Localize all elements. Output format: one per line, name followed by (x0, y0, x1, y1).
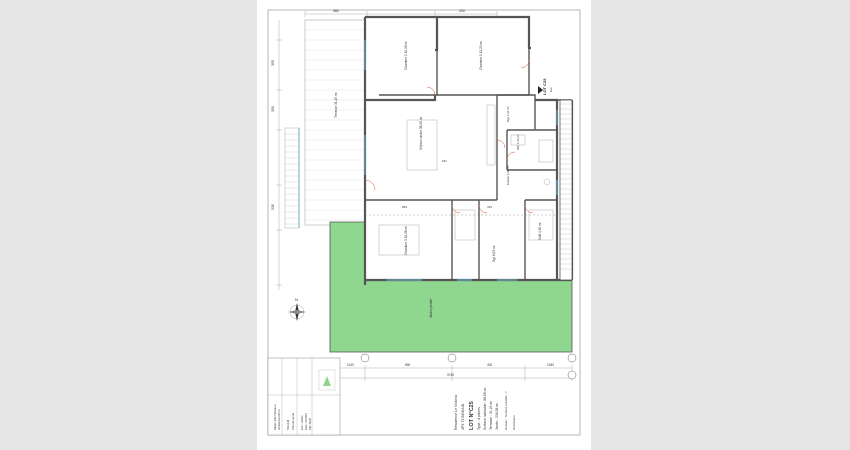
door-swings (364, 59, 534, 214)
dim-interior-1: 611 (442, 159, 447, 163)
garden-label: Jardin privatif (429, 299, 433, 318)
dim-top-1: 580 (333, 9, 339, 13)
dim-bottom-5: 3740 (447, 373, 454, 377)
lot-entry-sub: Ent (549, 87, 553, 92)
lot-info-block: LOT N°C25 Résidence Le Victoria 4P3 T2 B… (454, 387, 516, 430)
entry-arrow-icon (538, 86, 543, 94)
grid-axis-markers (360, 353, 577, 380)
north-arrow-icon: N (288, 297, 306, 321)
room-label-chambre3: Chambre 3 10,56 m² (404, 226, 408, 255)
firm-logo (318, 369, 336, 391)
left-dimension-line (276, 20, 282, 290)
dim-bottom-1: 1140 (347, 363, 354, 367)
furniture (378, 104, 554, 256)
stair-block (559, 99, 573, 281)
lot-surface-jardin: Jardin : 236,58 m² (495, 402, 499, 430)
lot-notes: Dossier : Terrains privatifs : 7 (504, 391, 508, 430)
floor-plan: 580 400 395 300 230 Terrasse 31,15 m² (267, 9, 581, 436)
lot-orientation: Orientation (512, 415, 516, 430)
garden-area (329, 221, 573, 353)
lot-surface-terrasse: Terrasse : 31,15 m² (489, 400, 493, 430)
lot-entry-label: LOT C25 (542, 78, 547, 95)
interior-walls (365, 17, 572, 280)
balcony-railing (284, 127, 300, 229)
plan-sheet: 580 400 395 300 230 Terrasse 31,15 m² (257, 0, 591, 450)
room-label-sejour: Séjour/cuisine 38,90 m² (419, 117, 423, 151)
lot-title: LOT N°C25 (469, 401, 475, 430)
tb-phase: Plan de vente (291, 412, 295, 430)
dim-bottom-3: 402 (487, 363, 493, 367)
room-label-chambre2: Chambre 2 10,96 m² (404, 41, 408, 70)
room-label-degagement: Dgt 6,03 m² (492, 245, 496, 262)
room-label-chambre1: Chambre 1 12,22 m² (479, 41, 483, 70)
svg-text:N: N (295, 297, 298, 302)
dim-top-2: 400 (459, 9, 465, 13)
lot-project-line1: Résidence Le Victoria (454, 395, 458, 430)
dim-left-1: 395 (271, 60, 275, 66)
room-label-terrasse: Terrasse 31,15 m² (334, 92, 338, 118)
dim-bottom-4: 1040 (547, 363, 554, 367)
windows (364, 40, 558, 281)
tb-scale: Ech : 1/100e (300, 415, 304, 430)
lot-project-line2: 4P3 T2 BOHAIN (461, 403, 465, 430)
room-label-sdb: SdB 4,90 m² (538, 222, 542, 240)
room-label-wc: WC 1,63 m² (516, 134, 520, 150)
tb-ref: Réf : 6025 (308, 417, 312, 430)
dim-bottom-2: 890 (405, 363, 411, 367)
lot-type: Type : 4 pièces (477, 407, 481, 430)
room-label-rangement: Rgt 1,34 m² (506, 106, 510, 122)
lot-surface-habitable: Surface habitable : 88,89 m² (483, 387, 487, 430)
room-label-entree: Entrée 3,98 m² (506, 165, 510, 185)
tb-client: SA HLM (286, 419, 290, 430)
dim-interior-3: 284 (402, 205, 407, 209)
exterior-walls (363, 15, 574, 285)
tb-date: Date : 01/2015 (304, 412, 308, 430)
sheet-frame (267, 9, 581, 436)
dim-left-2: 300 (271, 106, 275, 112)
terrace-area (304, 19, 366, 226)
dim-interior-2: 415 (487, 205, 492, 209)
title-block (267, 357, 341, 436)
bottom-dimension-lines (331, 365, 573, 381)
dim-left-3: 230 (271, 204, 275, 210)
tb-firm: Atelier d'Architecture (273, 404, 277, 430)
tb-firm-sub: Architectes DPLG (277, 409, 281, 430)
